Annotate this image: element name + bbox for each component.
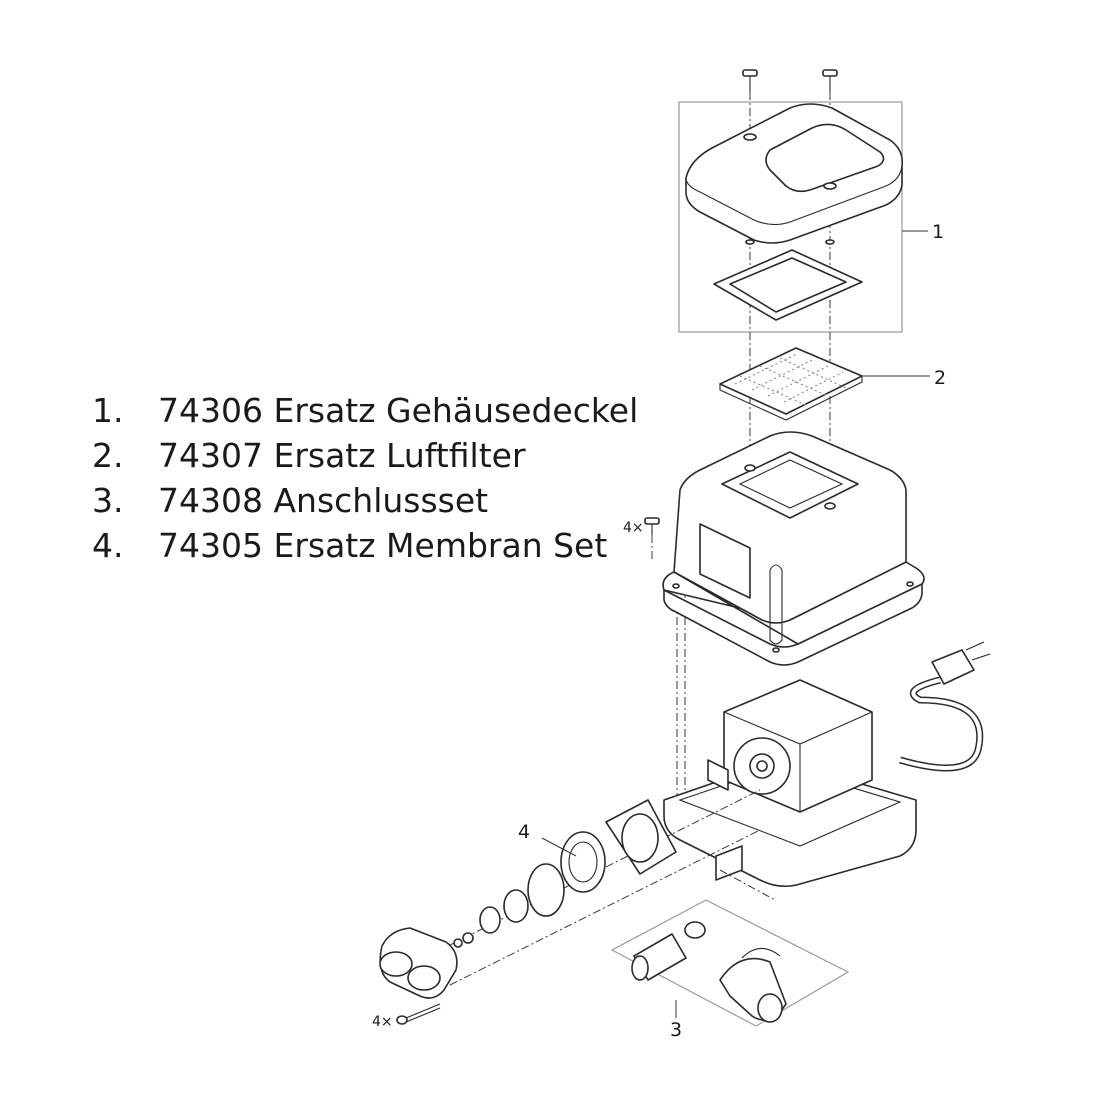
parts-list-text: 74306 Ersatz Gehäusedeckel: [158, 391, 639, 430]
screw-quantity-housing: 4×: [623, 520, 644, 536]
diaphragm-screw: [396, 1003, 441, 1025]
parts-list-number: 4.: [92, 526, 124, 565]
cover-gasket: [713, 249, 863, 321]
screw-quantity-diaphragm: 4×: [372, 1014, 393, 1030]
callout-2: 2: [934, 367, 946, 389]
parts-list-text: 74308 Anschlussset: [158, 481, 489, 520]
housing-screw: [644, 517, 660, 535]
pump-base: [663, 679, 917, 888]
housing-cover: [685, 103, 904, 245]
diaphragm-assembly: [379, 789, 761, 999]
power-cable: [899, 641, 991, 772]
part-3-group-box: [610, 899, 850, 1027]
connection-set: [631, 869, 787, 1023]
top-screws: [742, 69, 838, 92]
part-1-group-box: [678, 101, 903, 333]
air-filter: [719, 347, 863, 421]
callout-3: 3: [670, 1019, 682, 1041]
parts-list-number: 2.: [92, 436, 124, 475]
callout-1: 1: [932, 221, 944, 243]
housing-shell: [662, 431, 925, 666]
parts-list-text: 74305 Ersatz Membran Set: [158, 526, 608, 565]
callout-4: 4: [518, 821, 530, 843]
parts-list-number: 1.: [92, 391, 124, 430]
parts-list-number: 3.: [92, 481, 124, 520]
parts-list-text: 74307 Ersatz Luftfilter: [158, 436, 526, 475]
